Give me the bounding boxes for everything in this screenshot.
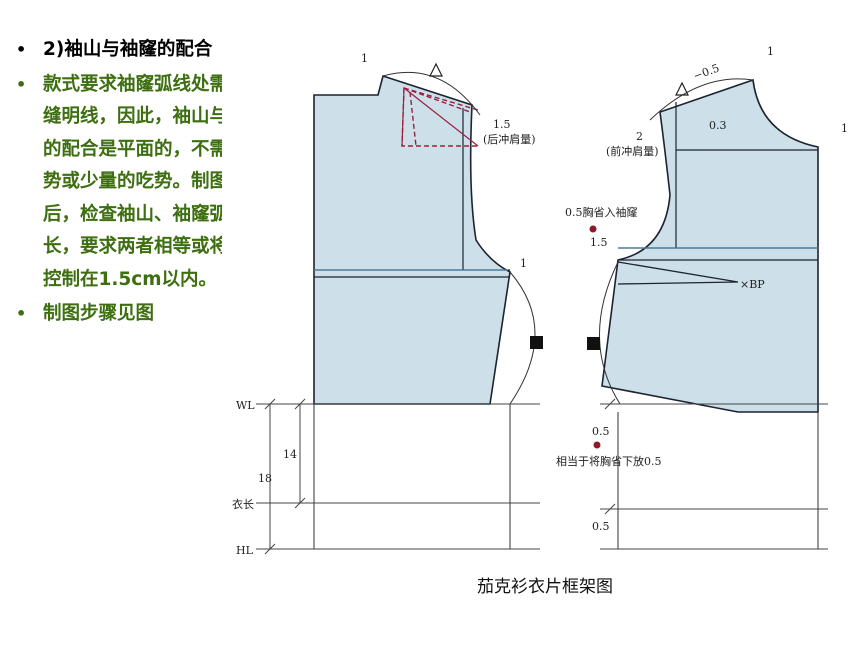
label-front-1a: 1 bbox=[767, 45, 774, 58]
dart-dot bbox=[589, 225, 597, 233]
notch-mark-back bbox=[530, 336, 543, 349]
label-front-1b: 1 bbox=[841, 122, 848, 135]
front-shoulder-arc bbox=[649, 78, 754, 121]
label-front-dart-note: 0.5胸省入袖窿 bbox=[565, 205, 638, 219]
back-dart-solid bbox=[401, 86, 479, 147]
label-front-shoulder: (前冲肩量) bbox=[606, 144, 659, 158]
figure-caption: 茄克衫衣片框架图 bbox=[477, 577, 613, 597]
front-inner-frame bbox=[618, 102, 818, 261]
bullet-text: 款式要求袖窿弧线处需要缉缝明线，因此，袖山与袖窿的配合是平面的，不需要吃势或少量… bbox=[43, 73, 266, 290]
label-front-1-5: 1.5 bbox=[590, 236, 608, 249]
label-front-note2: 相当于将胸省下放0.5 bbox=[556, 454, 662, 468]
bullet-text: 制图步骤见图 bbox=[43, 303, 155, 324]
vertical-guides bbox=[313, 404, 819, 549]
bullet-item-title: • 2)袖山与袖窿的配合 bbox=[10, 34, 278, 67]
back-piece bbox=[313, 74, 511, 405]
label-hl: HL bbox=[236, 544, 254, 557]
back-triangle-mark bbox=[429, 62, 443, 77]
bullet-item-steps: • 制图步骤见图 bbox=[10, 298, 278, 331]
label-front-0-5b: 0.5 bbox=[592, 520, 610, 533]
label-front-bp: ×BP bbox=[740, 278, 765, 291]
dimension-lines bbox=[264, 398, 306, 555]
back-shoulder-arc bbox=[382, 72, 481, 116]
front-triangle-mark bbox=[675, 81, 689, 96]
notch-mark-front bbox=[587, 337, 600, 350]
front-bust-dart bbox=[617, 261, 739, 285]
label-dim-18: 18 bbox=[258, 472, 272, 485]
guide-lines bbox=[256, 403, 828, 550]
hem-dot bbox=[593, 441, 601, 449]
front-piece bbox=[601, 78, 819, 413]
bullet-dot: • bbox=[16, 74, 27, 94]
label-back-1b: 1 bbox=[520, 257, 527, 270]
bullet-list: • 2)袖山与袖窿的配合 • 款式要求袖窿弧线处需要缉缝明线，因此，袖山与袖窿的配合… bbox=[10, 34, 278, 333]
label-front-2: 2 bbox=[636, 130, 643, 143]
front-hem-arc bbox=[599, 261, 621, 405]
label-back-shoulder: (后冲肩量) bbox=[483, 132, 536, 146]
label-front-0-5a: 0.5 bbox=[592, 425, 610, 438]
label-wl: WL bbox=[236, 399, 255, 412]
bullet-item-description: • 款式要求袖窿弧线处需要缉缝明线，因此，袖山与袖窿的配合是平面的，不需要吃势或少… bbox=[10, 69, 278, 297]
label-front-0-3: 0.3 bbox=[709, 119, 727, 132]
bullet-dot: • bbox=[16, 40, 27, 59]
label-back-1a: 1 bbox=[361, 52, 368, 65]
bullet-text: 2)袖山与袖窿的配合 bbox=[43, 39, 213, 60]
front-hem-ticks bbox=[604, 398, 626, 515]
bullet-dot: • bbox=[16, 304, 27, 323]
label-length: 衣长 bbox=[232, 497, 254, 511]
back-hem-arc bbox=[509, 271, 536, 405]
label-dim-14: 14 bbox=[283, 448, 297, 461]
label-back-1-5: 1.5 bbox=[493, 118, 511, 131]
